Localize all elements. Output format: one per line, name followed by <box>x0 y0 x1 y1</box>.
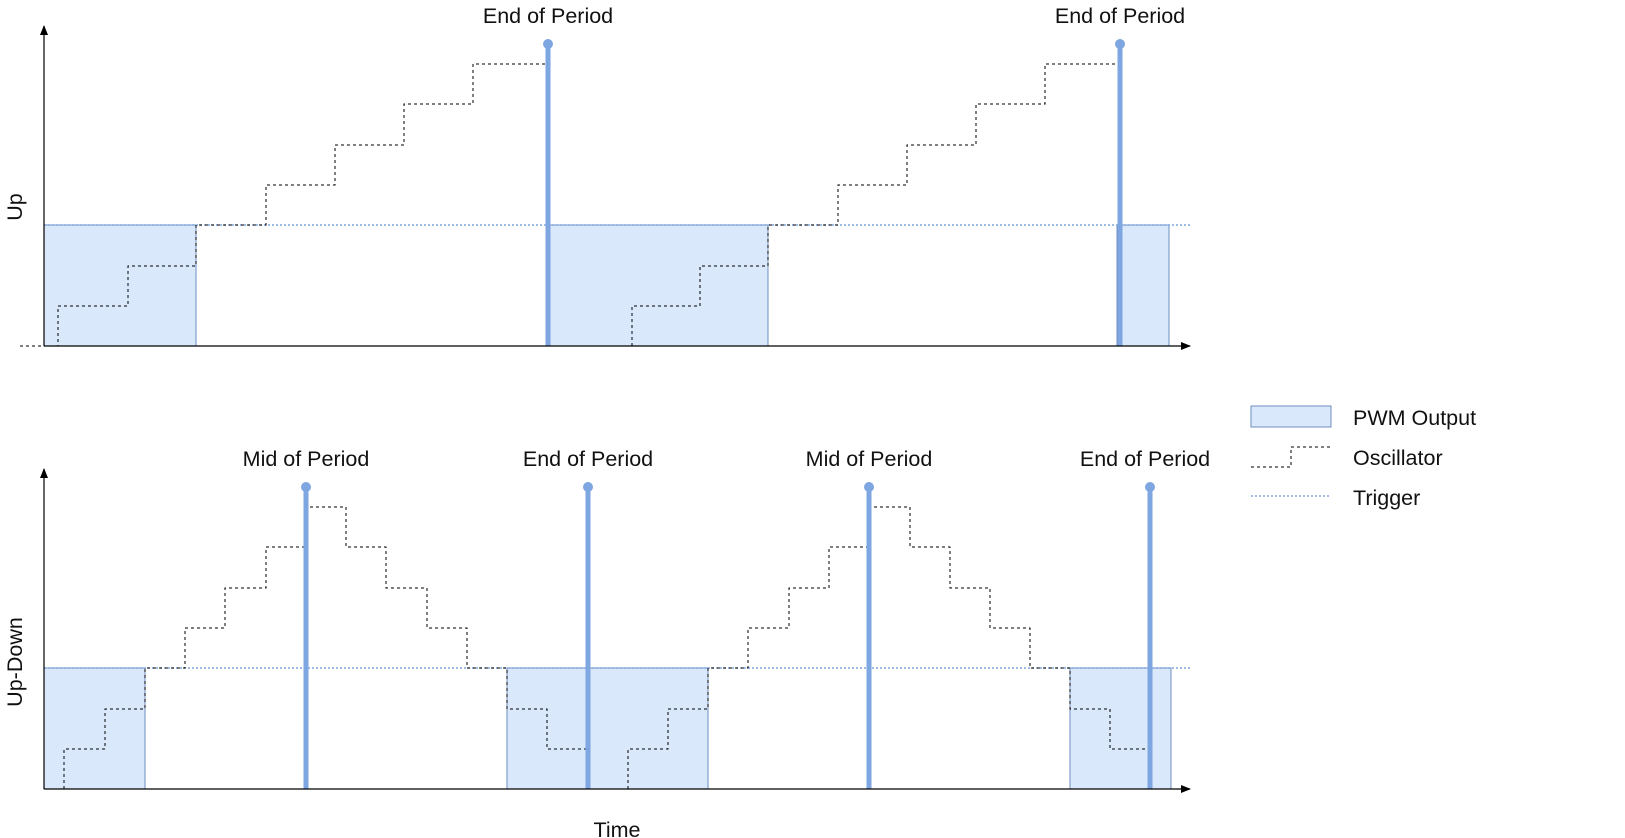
legend-oscillator-swatch <box>1251 446 1331 468</box>
marker-label: Mid of Period <box>806 447 933 471</box>
pwm-output-block <box>547 224 769 347</box>
legend-oscillator-label: Oscillator <box>1353 446 1443 470</box>
marker-label: End of Period <box>1055 4 1185 28</box>
marker-label: End of Period <box>523 447 653 471</box>
marker-label: End of Period <box>483 4 613 28</box>
legend-pwm-label: PWM Output <box>1353 406 1476 430</box>
mid-of-period-marker-dot <box>864 482 874 492</box>
pwm-output-block <box>43 667 146 790</box>
legend: PWM Output Oscillator Trigger <box>1250 405 1476 510</box>
end-of-period-marker-dot <box>1115 39 1125 49</box>
pwm-output-block <box>1069 667 1172 790</box>
x-axis-label: Time <box>594 818 641 838</box>
legend-trigger-label: Trigger <box>1353 486 1420 510</box>
oscillator-staircase <box>20 63 548 347</box>
legend-pwm-swatch <box>1250 405 1332 428</box>
pwm-output-block <box>43 224 197 347</box>
y-axis-label: Up-Down <box>3 617 27 707</box>
marker-label: End of Period <box>1080 447 1210 471</box>
pwm-output-block <box>1116 224 1170 347</box>
mid-of-period-marker-dot <box>301 482 311 492</box>
up-panel: End of Period End of Period Up <box>3 4 1191 350</box>
marker-label: Mid of Period <box>243 447 370 471</box>
pwm-output-block <box>506 667 709 790</box>
y-axis-label: Up <box>3 193 27 221</box>
end-of-period-marker-dot <box>1145 482 1155 492</box>
end-of-period-marker-dot <box>583 482 593 492</box>
end-of-period-marker-dot <box>543 39 553 49</box>
oscillator-staircase <box>631 63 1117 346</box>
updown-panel: Mid of Period End of Period Mid of Perio… <box>3 447 1210 838</box>
